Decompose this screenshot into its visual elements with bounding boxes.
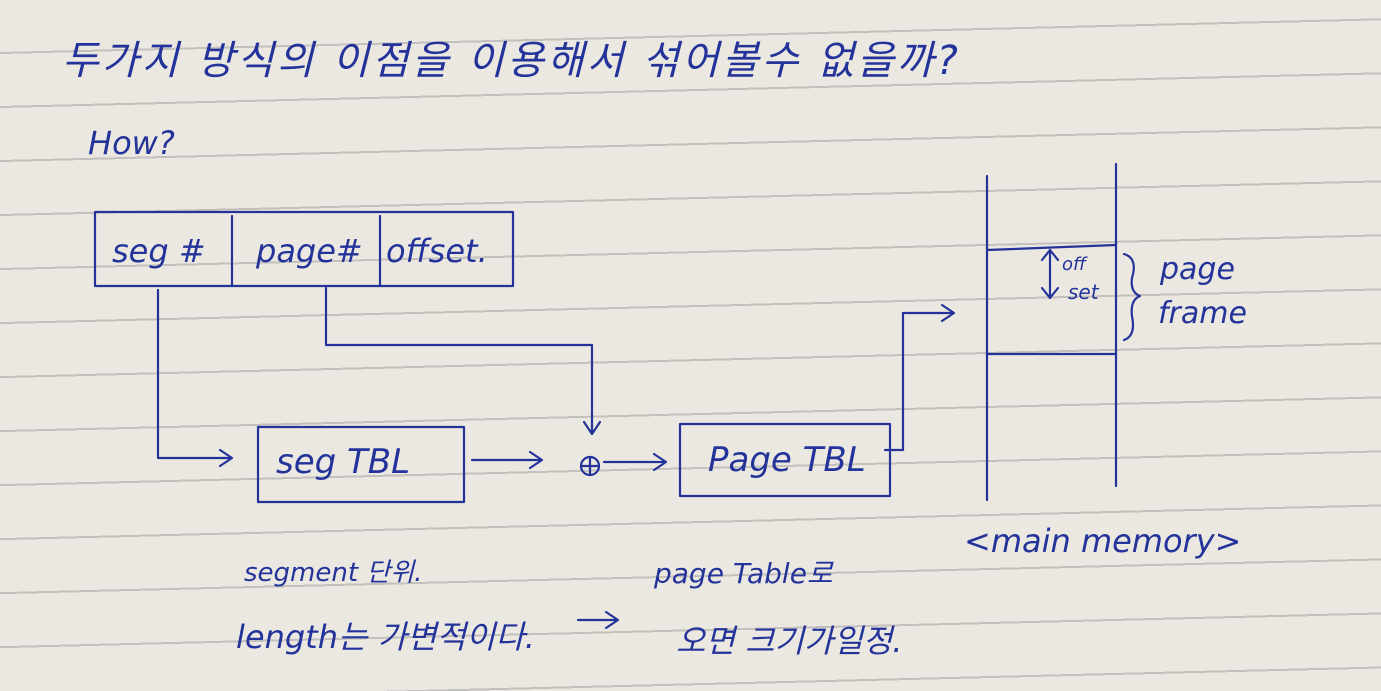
page-frame-label-2: frame: [1158, 296, 1247, 331]
seg-table-label: seg TBL: [276, 442, 411, 482]
segment-note-line2: length는 가변적이다.: [236, 618, 535, 656]
address-seg-field: seg #: [112, 232, 206, 270]
seg-table-box: [256, 425, 466, 504]
address-offset-field: offset.: [386, 232, 488, 270]
arrow-pagetbl-to-memory: [883, 311, 954, 452]
address-box: [93, 210, 515, 288]
page-title: 두가지 방식의 이점을 이용해서 섞어볼수 없을까?: [62, 38, 961, 84]
page-table-label: Page TBL: [708, 440, 866, 480]
frame-top: [985, 243, 1118, 252]
segment-note-line1: segment 단위.: [244, 558, 423, 588]
arrow-seg-to-segtbl: [156, 288, 232, 460]
main-memory-caption: <main memory>: [964, 522, 1242, 560]
offset-label-1: off: [1062, 254, 1087, 275]
page-frame-brace: [1122, 252, 1142, 342]
page-note-line1: page Table로: [654, 557, 833, 590]
page-note-line2: 오면 크기가일정.: [676, 622, 903, 660]
subtitle: How?: [88, 124, 175, 162]
page-frame-label-1: page: [1160, 252, 1235, 287]
page-table-box: [678, 422, 892, 498]
arrow-page-to-plus: [324, 286, 594, 434]
offset-label-2: set: [1068, 280, 1099, 304]
address-page-field: page#: [256, 232, 363, 270]
